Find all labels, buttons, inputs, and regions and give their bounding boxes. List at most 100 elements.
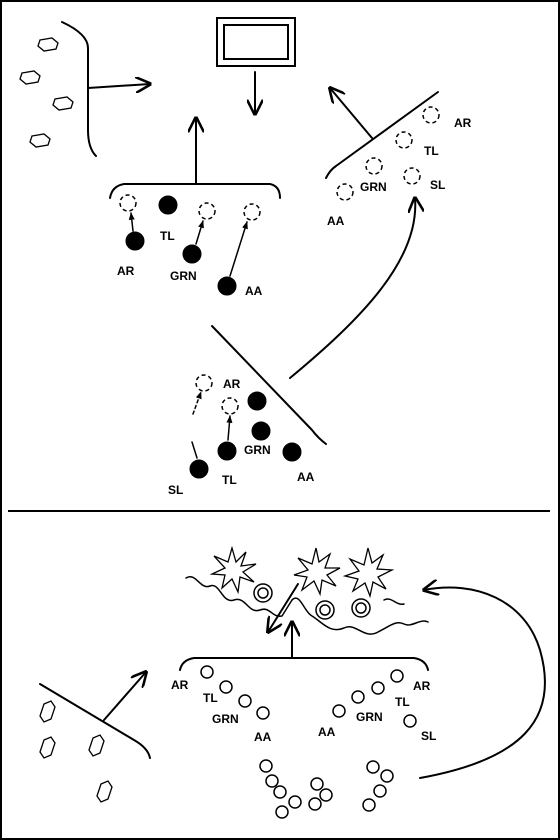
return-arrow xyxy=(268,583,299,632)
team-marker xyxy=(380,769,394,783)
dashed-position-marker xyxy=(221,397,239,415)
explosion-icon xyxy=(342,547,395,599)
label-sl: SL xyxy=(421,729,436,743)
dashed-position-marker xyxy=(403,167,421,185)
label-sl: SL xyxy=(430,178,445,192)
bottom-left-vehicle-group xyxy=(39,672,151,803)
move-arrow xyxy=(128,212,135,232)
label-grn: GRN xyxy=(212,712,239,726)
objective-terrain-line xyxy=(185,576,293,617)
bottom-formation: AR GRN SL TL AA xyxy=(168,325,327,497)
vehicle-icon xyxy=(96,780,113,803)
right-formation-arrow xyxy=(330,88,373,139)
team-marker xyxy=(319,788,333,802)
team-marker xyxy=(288,795,302,809)
move-arrow xyxy=(229,221,248,277)
dashed-position-marker xyxy=(119,194,137,212)
team-marker xyxy=(275,805,289,819)
soldier-marker xyxy=(125,231,145,251)
label-tl: TL xyxy=(222,473,237,487)
screen-icon xyxy=(216,17,296,67)
move-arrow xyxy=(226,415,233,441)
label-ar: AR xyxy=(223,377,241,391)
team-marker xyxy=(373,784,387,798)
team-marker xyxy=(351,690,365,704)
right-formation: AR TL GRN SL AA xyxy=(325,88,472,228)
team-marker xyxy=(403,714,417,728)
label-ar: AR xyxy=(171,678,189,692)
vehicle-icon xyxy=(52,96,74,111)
soldier-marker xyxy=(217,276,237,296)
team-marker xyxy=(265,774,279,788)
vehicle-group-arrow xyxy=(103,672,146,721)
vehicle-icon xyxy=(88,734,105,757)
team-marker xyxy=(310,777,324,791)
team-marker xyxy=(200,665,214,679)
vehicle-icon xyxy=(37,37,59,52)
team-marker xyxy=(259,759,273,773)
vehicle-icon xyxy=(19,70,41,85)
team-marker xyxy=(238,694,252,708)
label-ar: AR xyxy=(117,264,135,278)
objective-terrain-line xyxy=(383,598,405,605)
move-arrow xyxy=(195,220,204,245)
dashed-position-marker xyxy=(195,374,213,392)
team-marker xyxy=(332,704,346,718)
label-aa: AA xyxy=(297,470,315,484)
maneuver-curve-arrow xyxy=(289,198,415,379)
label-aa: AA xyxy=(327,214,345,228)
center-formation: AR TL GRN AA xyxy=(109,118,281,298)
center-formation-bracket xyxy=(109,183,281,199)
team-marker xyxy=(256,706,270,720)
explosion-icon xyxy=(209,545,257,595)
vehicle-icon xyxy=(29,133,51,148)
label-aa: AA xyxy=(245,284,263,298)
label-sl: SL xyxy=(168,483,183,497)
team-marker xyxy=(390,669,404,683)
label-ar: AR xyxy=(413,679,431,693)
label-tl: TL xyxy=(203,691,218,705)
label-tl: TL xyxy=(395,695,410,709)
move-arrow-tail xyxy=(191,441,198,459)
maneuver-curve-arrow xyxy=(419,588,546,779)
assault-left-group: AR TL GRN AA xyxy=(171,665,272,744)
vehicle-group-bracket xyxy=(61,21,97,157)
soldier-marker xyxy=(217,441,237,461)
label-aa: AA xyxy=(254,730,272,744)
soldier-marker xyxy=(282,442,302,462)
soldier-marker xyxy=(158,195,178,215)
reserve-cluster xyxy=(259,759,394,819)
objective-terrain-line xyxy=(291,597,429,635)
dashed-position-marker xyxy=(395,131,413,149)
dashed-position-marker xyxy=(365,157,383,175)
label-tl: TL xyxy=(160,229,175,243)
team-marker xyxy=(273,785,287,799)
assault-line-bracket xyxy=(179,657,429,671)
bottom-formation-bracket xyxy=(211,325,327,445)
label-tl: TL xyxy=(424,144,439,158)
soldier-marker xyxy=(182,244,202,264)
target-icon xyxy=(315,600,335,620)
vehicle-group-arrow xyxy=(87,84,150,88)
vehicle-icon xyxy=(39,736,56,759)
label-aa: AA xyxy=(318,725,336,739)
dashed-position-marker xyxy=(243,203,261,221)
soldier-marker xyxy=(247,391,267,411)
top-left-vehicle-group xyxy=(19,21,150,157)
dashed-position-marker xyxy=(422,106,440,124)
label-grn: GRN xyxy=(356,710,383,724)
right-formation-bracket xyxy=(325,91,439,179)
label-grn: GRN xyxy=(170,269,197,283)
vehicle-icon xyxy=(39,700,56,723)
explosion-icon xyxy=(293,547,341,597)
team-marker xyxy=(366,760,380,774)
move-arrow xyxy=(192,391,202,415)
label-ar: AR xyxy=(454,116,472,130)
dashed-position-marker xyxy=(198,202,216,220)
label-grn: GRN xyxy=(244,443,271,457)
target-icon xyxy=(351,598,371,618)
vehicle-group-bracket xyxy=(39,683,151,759)
